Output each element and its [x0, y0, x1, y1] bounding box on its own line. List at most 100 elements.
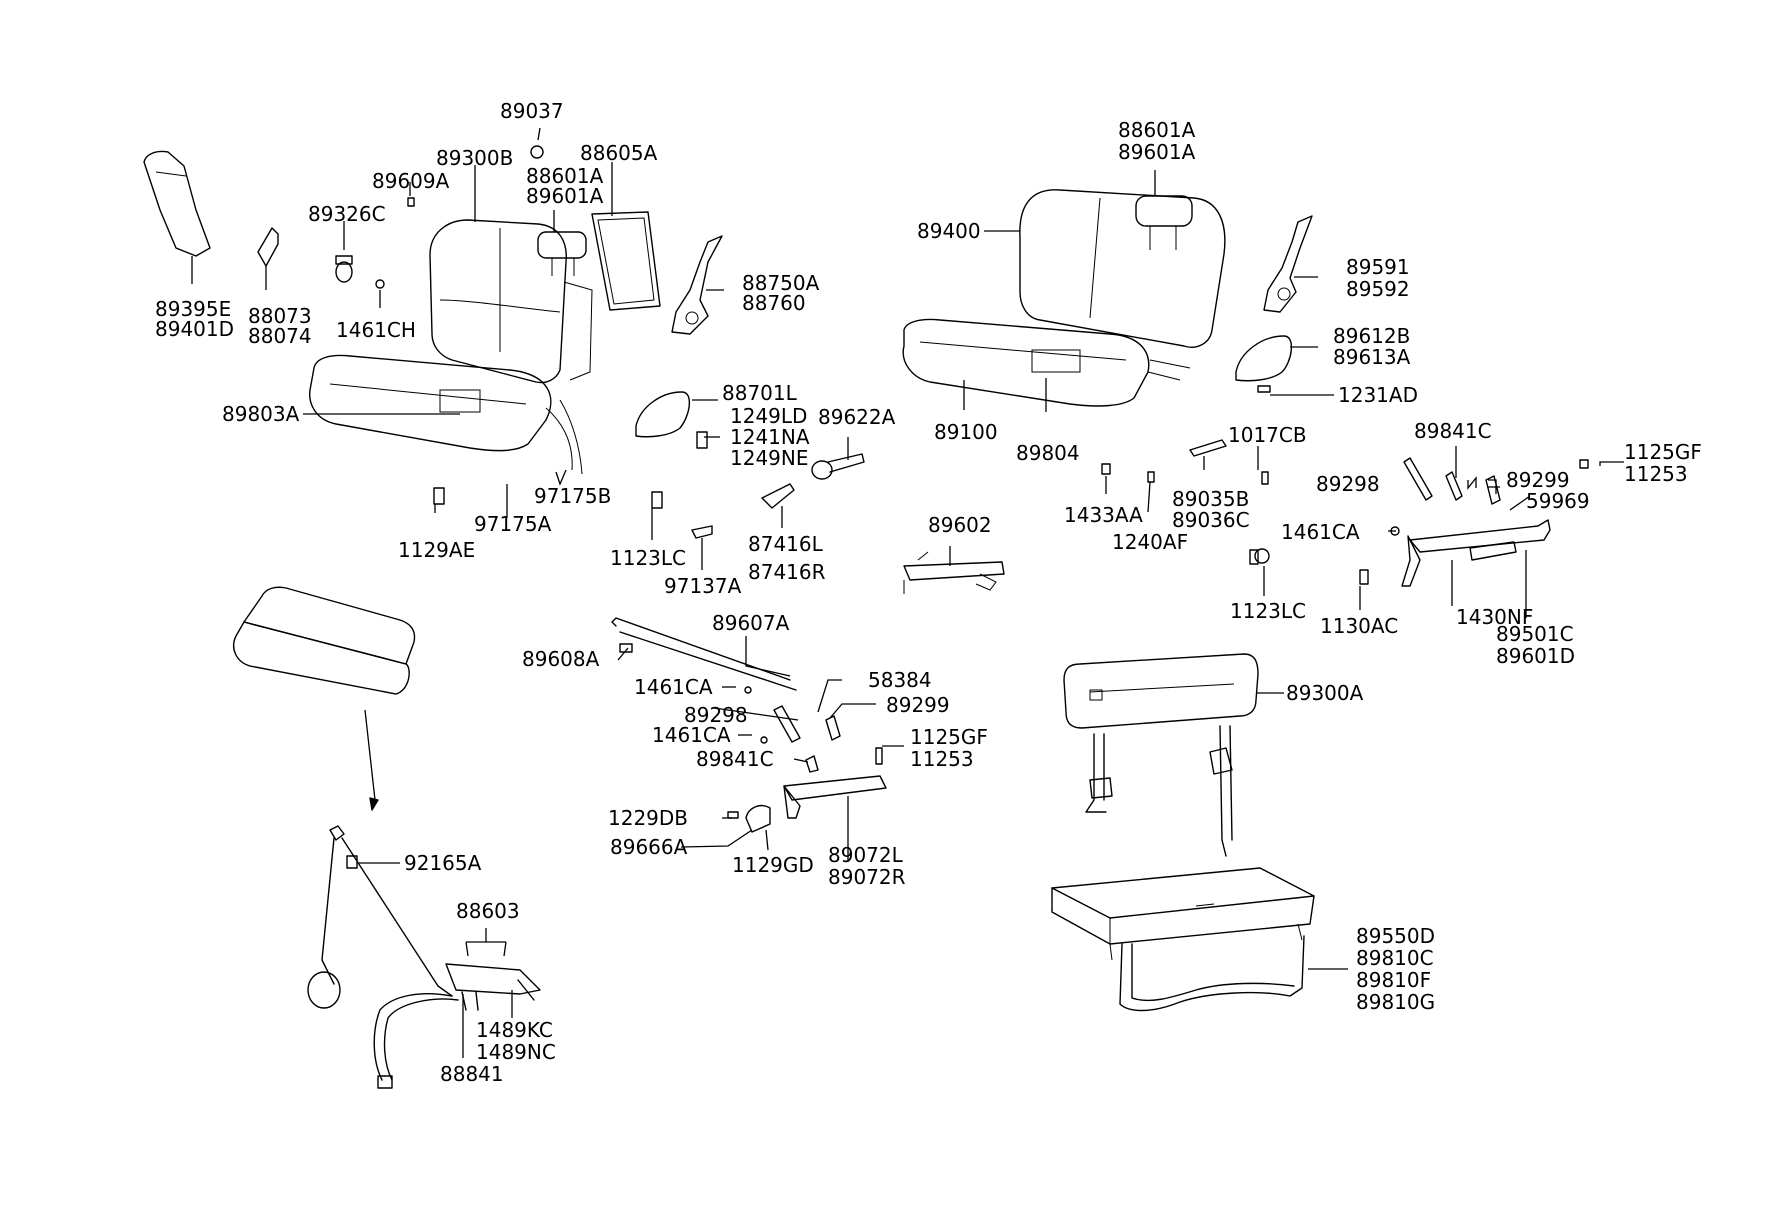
label-89591: 89591: [1346, 255, 1410, 279]
label-88760: 88760: [742, 291, 806, 315]
trim-cover-87416-drawing: [761, 483, 795, 509]
label-1461CA-b: 1461CA: [634, 675, 713, 699]
label-1241NA: 1241NA: [730, 425, 810, 449]
label-1123LC-a: 1123LC: [610, 546, 686, 570]
label-89804: 89804: [1016, 441, 1080, 465]
label-89298-b: 89298: [684, 703, 748, 727]
recliner-left-drawing: [671, 235, 723, 335]
hinge-strap-drawing: [257, 227, 279, 267]
label-89592: 89592: [1346, 277, 1410, 301]
label-89810F: 89810F: [1356, 968, 1431, 992]
label-89395E: 89395E: [155, 297, 231, 321]
fold-seat-cushion-drawing: [1051, 867, 1315, 1012]
label-89299-b: 89299: [886, 693, 950, 717]
label-1123LC-b: 1123LC: [1230, 599, 1306, 623]
label-58384: 58384: [868, 668, 932, 692]
label-89035B: 89035B: [1172, 487, 1249, 511]
label-1430NF: 1430NF: [1456, 605, 1533, 629]
label-89841C-b: 89841C: [696, 747, 774, 771]
label-11253-a: 11253: [1624, 462, 1688, 486]
label-89609A: 89609A: [372, 169, 450, 193]
rear-seat-back-left-drawing: [429, 219, 593, 384]
label-1461CH: 1461CH: [336, 318, 416, 342]
bench-seat-icon-drawing: [232, 586, 416, 811]
connecting-rod-drawing: [611, 617, 797, 691]
side-cover-trim-drawing: [143, 150, 211, 257]
label-1249LD: 1249LD: [730, 404, 807, 428]
label-88601A-b: 88601A: [1118, 118, 1196, 142]
label-1017CB: 1017CB: [1228, 423, 1307, 447]
label-87416L: 87416L: [748, 532, 824, 556]
label-97175A: 97175A: [474, 512, 552, 536]
label-88605A: 88605A: [580, 141, 658, 165]
label-97175B: 97175B: [534, 484, 611, 508]
fold-seat-back-drawing: [1063, 653, 1259, 857]
label-1461CA-c: 1461CA: [652, 723, 731, 747]
bolts-right-group-drawing: [1101, 385, 1589, 585]
label-1129GD: 1129GD: [732, 853, 814, 877]
label-59969: 59969: [1526, 489, 1590, 513]
label-89803A: 89803A: [222, 402, 300, 426]
label-89608A: 89608A: [522, 647, 600, 671]
label-89601D: 89601D: [1496, 644, 1575, 668]
label-89601A-a: 89601A: [526, 184, 604, 208]
seat-track-right-drawing: [1401, 457, 1551, 587]
label-89613A: 89613A: [1333, 345, 1411, 369]
rear-seat-cushion-right-drawing: [902, 318, 1191, 407]
label-89072L: 89072L: [828, 843, 904, 867]
label-89326C: 89326C: [308, 202, 386, 226]
label-89550D: 89550D: [1356, 924, 1435, 948]
label-89299-a: 89299: [1506, 468, 1570, 492]
label-87416R: 87416R: [748, 560, 826, 584]
knob-drawing: [335, 255, 353, 283]
label-1125GF-b: 1125GF: [910, 725, 988, 749]
label-89037: 89037: [500, 99, 564, 123]
label-89602: 89602: [928, 513, 992, 537]
rear-seat-cushion-left-drawing: [309, 354, 583, 475]
label-89072R: 89072R: [828, 865, 906, 889]
label-89810G: 89810G: [1356, 990, 1435, 1014]
label-1240AF: 1240AF: [1112, 530, 1188, 554]
label-89601A-b: 89601A: [1118, 140, 1196, 164]
label-1249NE: 1249NE: [730, 446, 809, 470]
label-89622A: 89622A: [818, 405, 896, 429]
seat-belt-assembly-drawing: [307, 825, 541, 1089]
label-1489NC: 1489NC: [476, 1040, 556, 1064]
release-handle-drawing: [811, 453, 865, 480]
rail-cover-89035B-drawing: [1189, 439, 1227, 457]
label-89300B: 89300B: [436, 146, 513, 170]
recliner-right-drawing: [1263, 215, 1313, 313]
label-89501C: 89501C: [1496, 622, 1574, 646]
label-97137A: 97137A: [664, 574, 742, 598]
label-89300A: 89300A: [1286, 681, 1364, 705]
label-88603: 88603: [456, 899, 520, 923]
label-11253-b: 11253: [910, 747, 974, 771]
label-88601A-a: 88601A: [526, 164, 604, 188]
clip-97137A-drawing: [691, 525, 713, 539]
label-88074: 88074: [248, 324, 312, 348]
small-fasteners-drawing: [375, 145, 708, 509]
headrest-guide-panel-drawing: [591, 211, 661, 311]
label-1130AC: 1130AC: [1320, 614, 1398, 638]
label-1489KC: 1489KC: [476, 1018, 553, 1042]
label-88750A: 88750A: [742, 271, 820, 295]
label-89612B: 89612B: [1333, 324, 1410, 348]
label-88073: 88073: [248, 304, 312, 328]
label-1125GF-a: 1125GF: [1624, 440, 1702, 464]
label-1229DB: 1229DB: [608, 806, 688, 830]
recliner-cover-left-drawing: [635, 391, 690, 438]
label-89666A: 89666A: [610, 835, 688, 859]
part-number-labels: 89037 89300B 88605A 88601A 89601A 89609A…: [155, 99, 1702, 1086]
label-89607A: 89607A: [712, 611, 790, 635]
label-89810C: 89810C: [1356, 946, 1434, 970]
label-89841C-a: 89841C: [1414, 419, 1492, 443]
label-1129AE: 1129AE: [398, 538, 475, 562]
recliner-cover-right-drawing: [1235, 335, 1292, 382]
label-1461CA-a: 1461CA: [1281, 520, 1360, 544]
label-88841: 88841: [440, 1062, 504, 1086]
label-89298-a: 89298: [1316, 472, 1380, 496]
label-1433AA: 1433AA: [1064, 503, 1143, 527]
label-89036C: 89036C: [1172, 508, 1250, 532]
label-89100: 89100: [934, 420, 998, 444]
